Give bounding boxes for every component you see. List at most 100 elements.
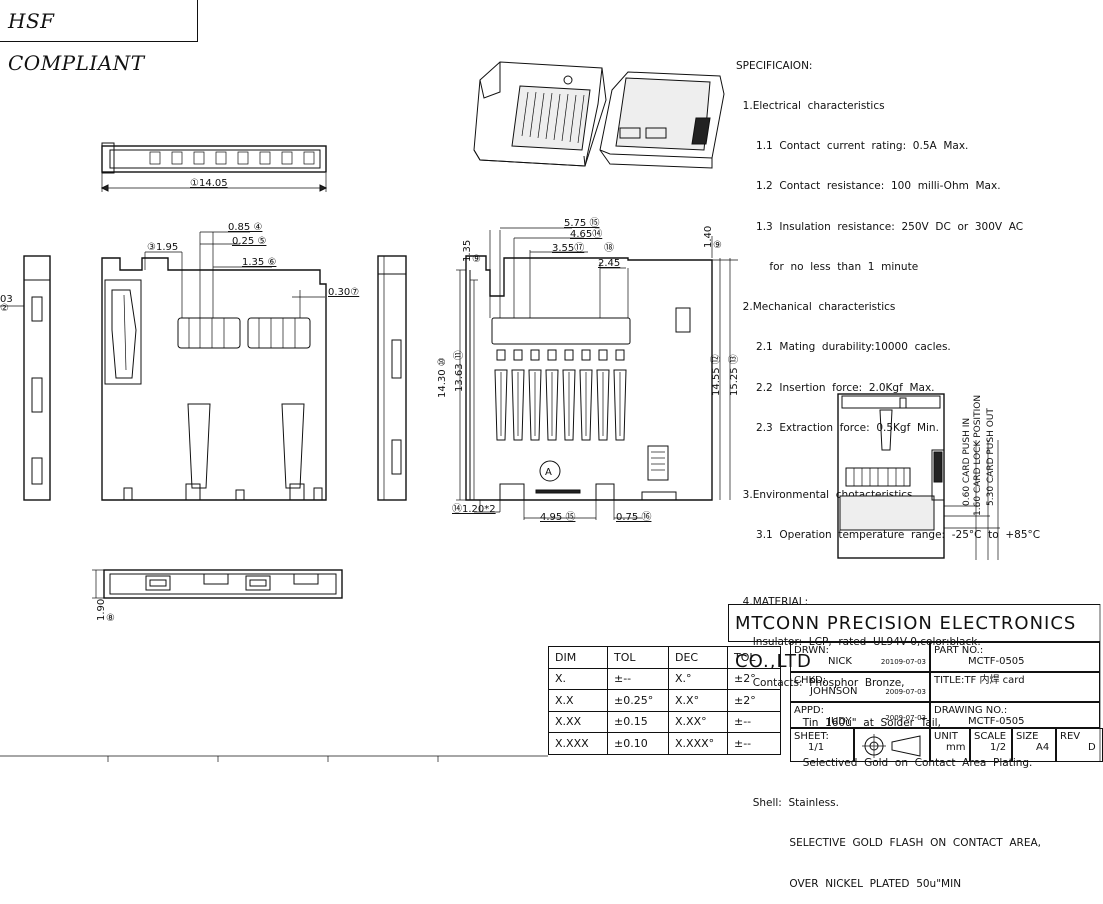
spec-line: 2.1 Mating durability:10000 cacles.	[736, 341, 951, 354]
drawn-date: 20109-07-03	[880, 658, 926, 666]
dim-0-75: 0.75 ⑯	[616, 511, 651, 523]
table-row: X.XXX ±0.10 X.XXX° ±--	[548, 732, 781, 755]
table-row: X.X ±0.25° X.X° ±2°	[548, 689, 781, 712]
sheet-field: SHEET: 1/1	[790, 728, 854, 762]
isometric-view-2	[599, 71, 725, 169]
hsf-compliant-banner: HSF COMPLIANT	[0, 0, 198, 75]
dim-card-lock-position: 1.60 CARD LOCK POSITION	[973, 395, 983, 516]
table-row: X.XX ±0.15 X.XX° ±--	[548, 710, 781, 733]
table-cell: ±--	[727, 732, 781, 755]
dim-0-85: 0.85 ④	[228, 222, 262, 233]
table-cell: X.°	[668, 667, 728, 690]
dim-4-95: 4.95 ⑮	[540, 511, 575, 523]
unit-field: UNIT mm	[930, 728, 970, 762]
table-cell: X.X°	[668, 689, 728, 712]
unit-value: mm	[946, 742, 966, 753]
spec-line: 4.MATERIAL:	[736, 596, 809, 609]
spec-line: 1.1 Contact current rating: 0.5A Max.	[736, 140, 969, 153]
table-cell: ±2°	[727, 667, 781, 690]
third-angle-projection-icon	[862, 734, 921, 758]
table-header-cell: TOL	[607, 646, 669, 669]
dim-0-30: 0.30⑦	[328, 287, 359, 298]
table-cell: X.	[548, 667, 608, 690]
sheet-value: 1/1	[808, 742, 825, 753]
table-cell: X.XXX°	[668, 732, 728, 755]
spec-line: 2.3 Extraction force: 0.5Kgf Min.	[736, 421, 939, 434]
approved-date: 2009-07-03	[885, 714, 926, 722]
scale-value: 1/2	[990, 742, 1007, 753]
dim-14-55: 14.55 ⑫	[710, 354, 722, 396]
part-no-label: PART NO.:	[934, 645, 984, 656]
dim-top-width: ①14.05	[190, 178, 228, 189]
dim-1-90-marker: ⑧	[106, 613, 115, 624]
dim-4-65: 4.65⑭	[570, 228, 602, 240]
drawing-no-value: MCTF-0505	[968, 716, 1025, 727]
top-view: ①14.05	[100, 142, 328, 192]
dim-13-63: 13.63 ⑪	[453, 350, 465, 392]
isometric-view-1	[473, 61, 607, 167]
dim-2-45: 2.45	[598, 258, 620, 269]
dim-0-25: 0.25 ⑤	[232, 236, 266, 247]
svg-text:A: A	[545, 467, 552, 478]
unit-label: UNIT	[934, 731, 958, 742]
dim-1-35-side: 1.35	[462, 240, 473, 262]
size-label: SIZE	[1016, 731, 1039, 742]
table-header-cell: DIM	[548, 646, 608, 669]
projection-symbol	[854, 728, 930, 762]
dim-1-95: ③1.95	[147, 242, 178, 253]
frame-border	[0, 604, 1101, 762]
spec-line: 3.1 Operation temperature range: -25°C t…	[736, 529, 1041, 542]
card-position-view: 0.60 CARD PUSH IN 1.60 CARD LOCK POSITIO…	[837, 393, 1000, 560]
spec-line: OVER NICKEL PLATED 50u"MIN	[736, 877, 962, 890]
dim-3-55: 3.55⑰	[552, 242, 584, 254]
part-no-value: MCTF-0505	[968, 656, 1025, 667]
dim-15-25: 15.25 ⑬	[728, 354, 740, 396]
spec-line: Tin 160u" at Solder Tail,	[736, 716, 941, 729]
spec-line: SELECTIVE GOLD FLASH ON CONTACT AREA,	[736, 837, 1041, 850]
table-cell: X.XX	[548, 710, 608, 733]
table-cell: ±0.25°	[607, 689, 669, 712]
table-cell: ±2°	[727, 689, 781, 712]
drawing-no-label: DRAWING NO.:	[934, 705, 1008, 716]
table-cell: ±--	[727, 710, 781, 733]
rev-label: REV	[1060, 731, 1081, 742]
bottom-view: ③1.95 0.85 ④ 0.25 ⑤ 1.35 ⑥ 0.30⑦	[101, 222, 359, 501]
dim-1-40-marker: ⑨	[713, 240, 722, 251]
drawn-label: DRWN:	[794, 645, 829, 656]
tolerance-table: DIM TOL DEC TOL X. ±-- X.° ±2° X.X ±0.25…	[548, 646, 781, 755]
size-value: A4	[1036, 742, 1050, 753]
approved-field: APPD: JUDY 2009-07-03	[790, 702, 930, 728]
dim-1-40: 1.40	[703, 226, 714, 248]
drawn-field: DRWN: NICK 20109-07-03	[790, 642, 930, 672]
dim-1-03: 03	[0, 294, 13, 305]
table-cell: X.XXX	[548, 732, 608, 755]
table-cell: X.X	[548, 689, 608, 712]
spec-line: for no less than 1 minute	[736, 260, 919, 273]
table-cell: ±0.15	[607, 710, 669, 733]
table-row: X. ±-- X.° ±2°	[548, 667, 781, 690]
spec-line: 1.3 Insulation resistance: 250V DC or 30…	[736, 220, 1024, 233]
checked-name: JOHNSON	[810, 686, 858, 697]
spec-line: 1.Electrical characteristics	[736, 100, 885, 113]
title-label: TITLE:	[934, 675, 965, 686]
scale-label: SCALE	[974, 731, 1007, 742]
checked-date: 2009-07-03	[885, 688, 926, 696]
revision-field: REV D	[1056, 728, 1103, 762]
checked-field: CHKD: JOHNSON 2009-07-03	[790, 672, 930, 702]
spec-heading: SPECIFICAION:	[736, 59, 813, 72]
sheet-label: SHEET:	[794, 731, 829, 742]
middle-side-view	[377, 255, 407, 501]
spec-line: 2.Mechanical characteristics	[736, 301, 896, 314]
title-value: TF 内焊 card	[964, 675, 1025, 686]
dim-card-push-out: 5.30 CARD PUSH OUT	[986, 408, 996, 506]
spec-line: 1.2 Contact resistance: 100 milli-Ohm Ma…	[736, 180, 1001, 193]
dim-2-45-marker: ⑱	[604, 242, 614, 254]
spec-line: 2.2 Insertion force: 2.0Kgf Max.	[736, 381, 935, 394]
spec-line: Shell: Stainless.	[736, 797, 839, 810]
approved-name: JUDY	[828, 716, 852, 727]
approved-label: APPD:	[794, 705, 824, 716]
front-view: 1.90 ⑧	[92, 569, 343, 624]
dim-14-30: 14.30 ⑩	[437, 357, 448, 398]
checked-label: CHKD:	[794, 675, 827, 686]
dim-1-20x2: ⑭1.20*2	[452, 503, 496, 515]
